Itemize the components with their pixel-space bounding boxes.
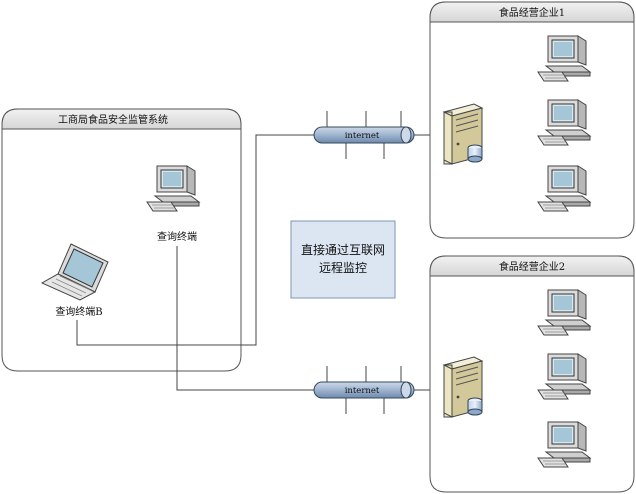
admin-system-panel: 工商局食品安全监管系统 xyxy=(1,108,242,372)
enterprise-1-server-icon xyxy=(443,103,483,165)
internet-link-top: internet xyxy=(313,111,415,159)
enterprise-2-title: 食品经营企业2 xyxy=(499,260,565,273)
laptop-icon xyxy=(40,243,109,301)
internet-link-bottom: internet xyxy=(313,366,415,414)
laptop-terminal: 查询终端B xyxy=(40,243,109,318)
enterprise-2-server-icon xyxy=(443,356,483,418)
internet-link-top-label: internet xyxy=(345,131,380,141)
internet-link-bottom-label: internet xyxy=(345,386,380,396)
laptop-terminal-label: 查询终端B xyxy=(55,305,102,318)
desktop-terminal: 查询终端 xyxy=(146,165,200,243)
note-line-2: 远程监控 xyxy=(319,260,367,275)
desktop-terminal-label: 查询终端 xyxy=(157,230,197,243)
note-box: 直接通过互联网 远程监控 xyxy=(290,220,396,299)
admin-system-title: 工商局食品安全监管系统 xyxy=(58,113,168,126)
note-line-1: 直接通过互联网 xyxy=(301,242,385,257)
enterprise-1-title: 食品经营企业1 xyxy=(499,6,565,19)
